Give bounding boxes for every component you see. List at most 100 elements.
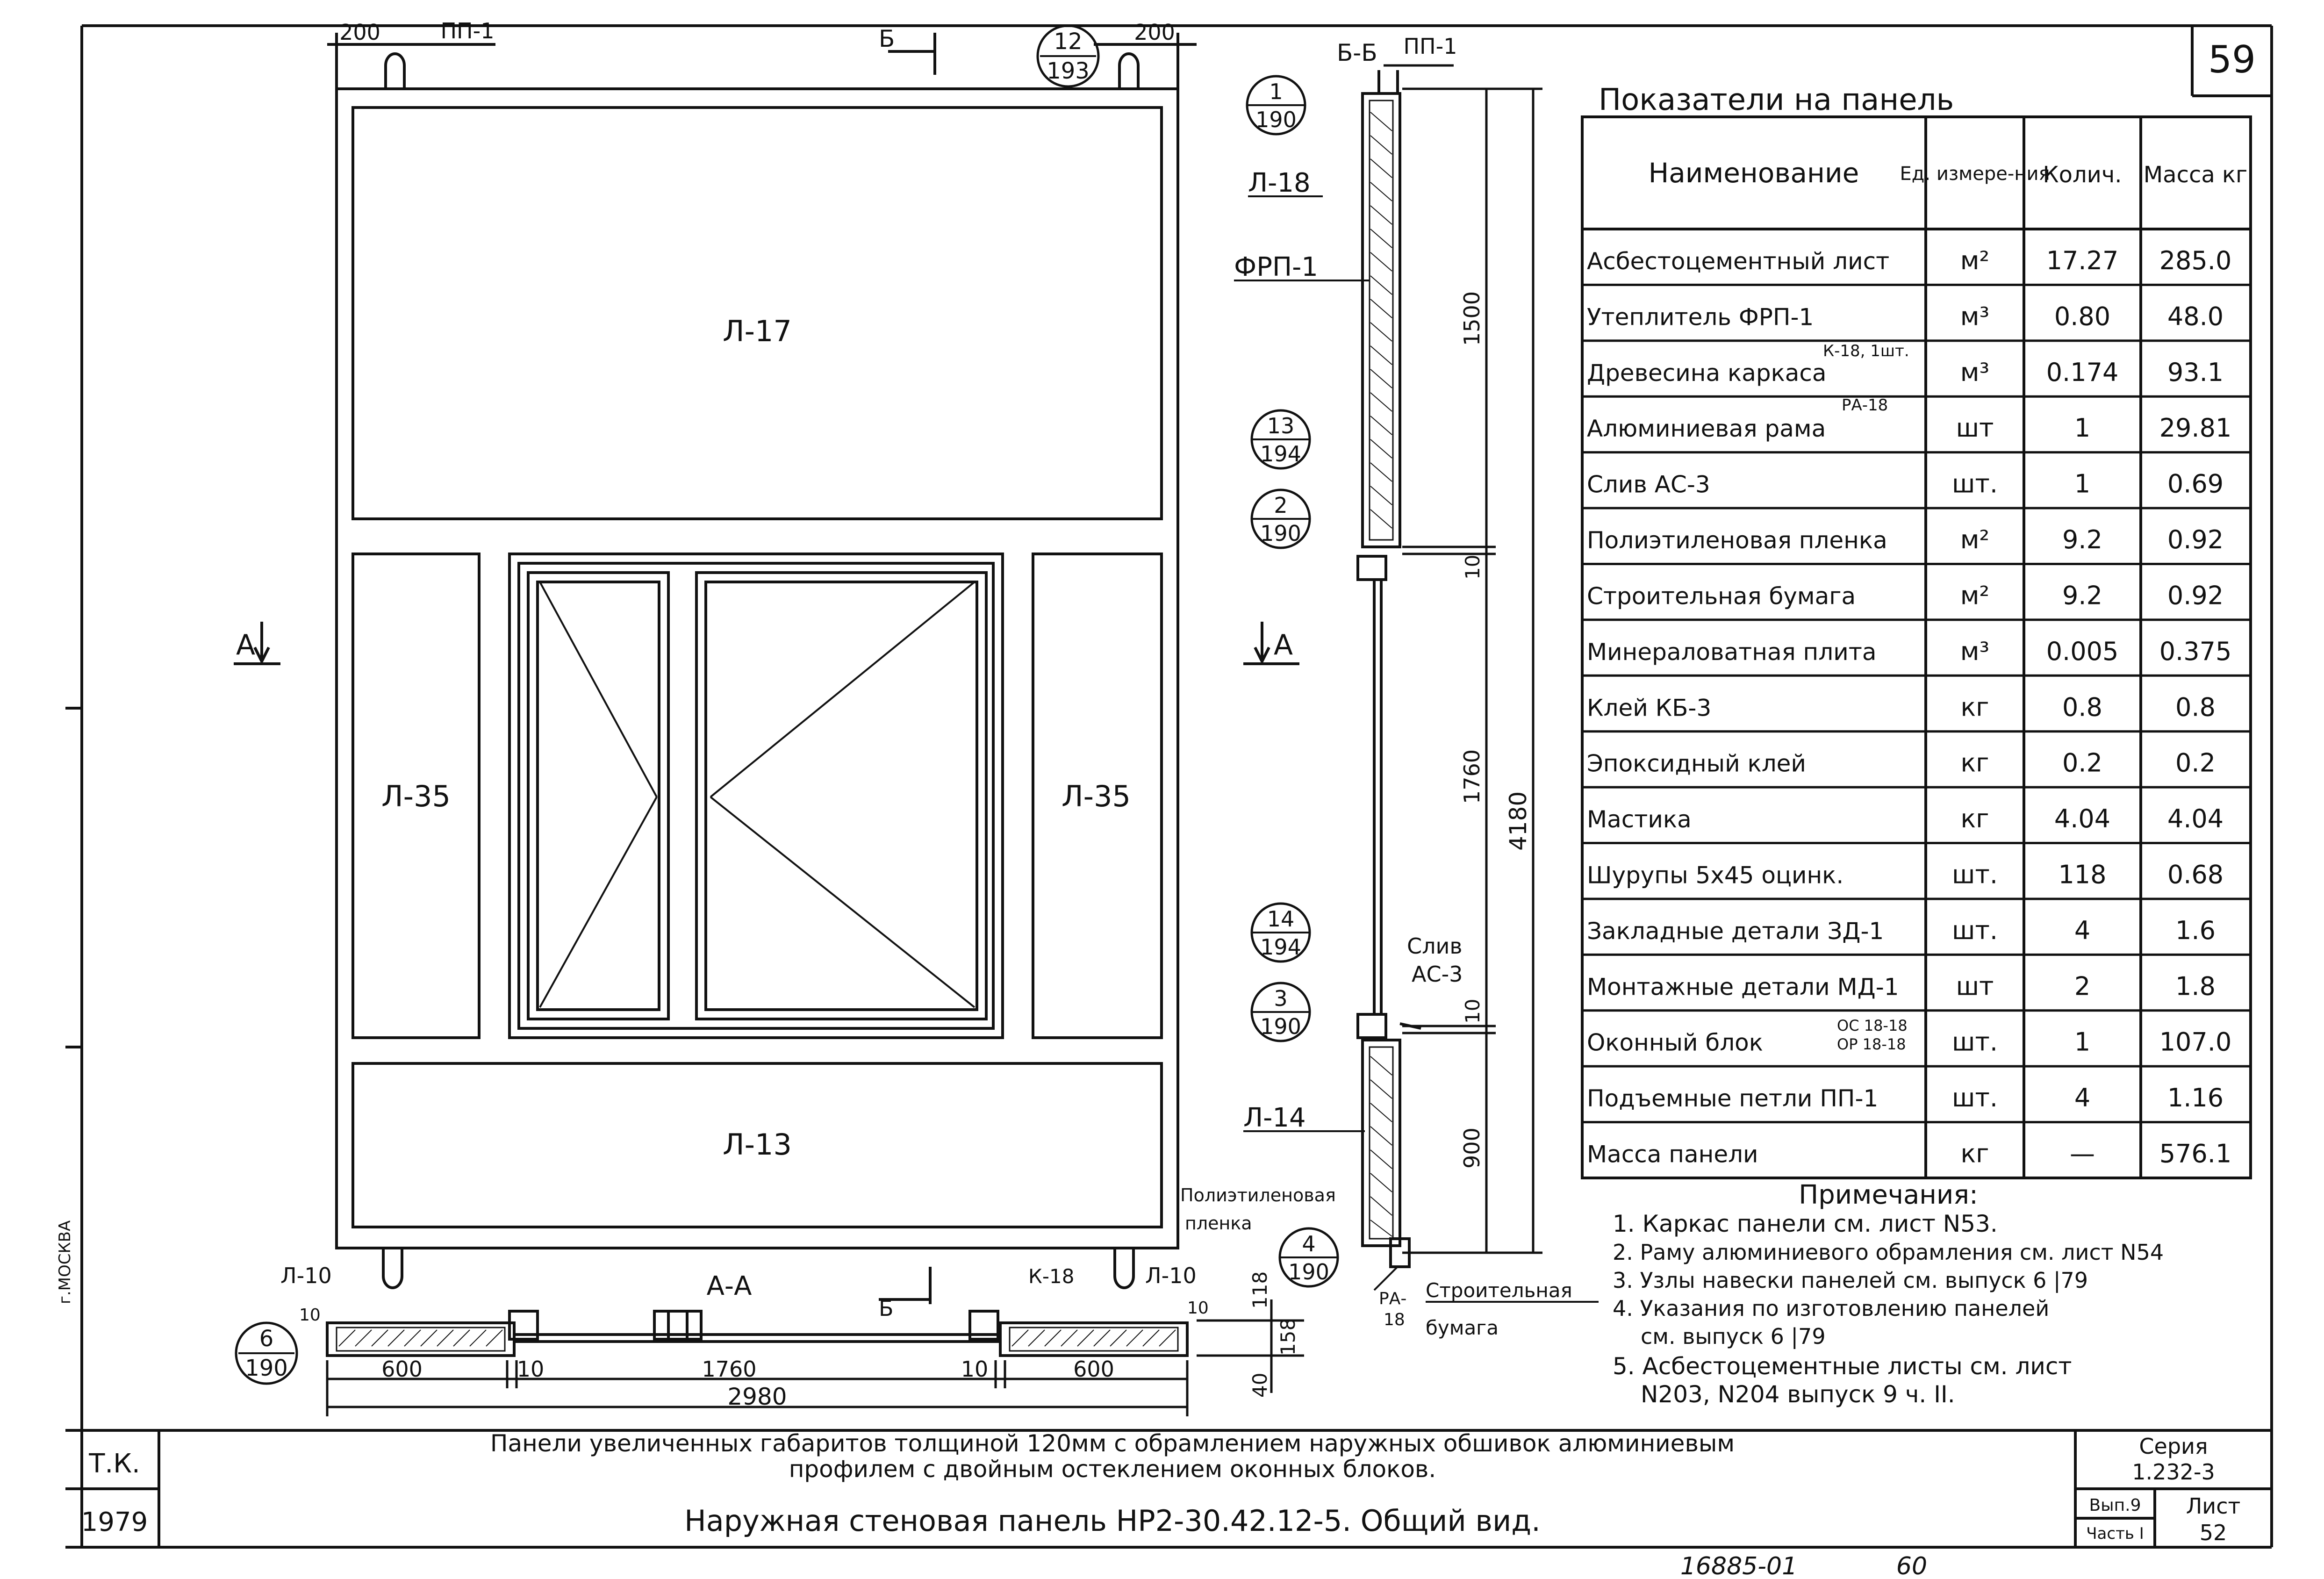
label-paper-2: бумага xyxy=(1426,1316,1499,1339)
table-row: Шурупы 5х45 оцинк. шт. 118 0.68 xyxy=(1587,860,2224,890)
label-l10-right: Л-10 xyxy=(1145,1263,1197,1288)
table-cell-mass: 48.0 xyxy=(2167,301,2224,331)
window-block-or: ОР 18-18 xyxy=(1837,1035,1906,1053)
label-10-right: 10 xyxy=(1187,1299,1209,1318)
table-cell-unit: шт. xyxy=(1952,916,1998,945)
note-5: 5. Асбестоцементные листы см. лист xyxy=(1613,1353,2072,1380)
label-frp1: ФРП-1 xyxy=(1234,252,1318,282)
dim-118: 118 xyxy=(1248,1271,1271,1309)
table-cell-quantity: 0.8 xyxy=(2062,692,2102,722)
callout-number: 6 xyxy=(259,1326,274,1352)
table-cell-name: Масса панели xyxy=(1587,1141,1758,1168)
table-cell-quantity: 118 xyxy=(2058,860,2106,890)
table-cell-quantity: — xyxy=(2070,1139,2095,1169)
label-ra: РА- xyxy=(1379,1289,1406,1308)
dim-1760: 1760 xyxy=(702,1357,756,1382)
header-unit: Ед. измере-ния xyxy=(1900,163,2050,185)
table-cell-name: Монтажные детали МД-1 xyxy=(1587,973,1899,1000)
table-cell-mass: 29.81 xyxy=(2159,413,2232,443)
table-cell-name: Клей КБ-3 xyxy=(1587,694,1711,721)
indicators-table: Показатели на панель Асбестоцементный ли… xyxy=(1581,83,2252,1179)
table-cell-quantity: 0.005 xyxy=(2046,637,2119,666)
label-l10-left: Л-10 xyxy=(280,1263,332,1288)
table-cell-unit: кг xyxy=(1961,1139,1989,1169)
table-cell-name: Закладные детали ЗД-1 xyxy=(1587,918,1884,945)
archive-number: 16885-01 xyxy=(1680,1552,1797,1579)
table-cell-mass: 107.0 xyxy=(2159,1027,2232,1057)
dim-total-4180: 4180 xyxy=(1505,791,1532,851)
dim-900: 900 xyxy=(1459,1127,1485,1169)
table-cell-mass: 0.69 xyxy=(2167,469,2224,499)
table-cell-mass: 0.375 xyxy=(2159,637,2232,666)
dim-10-right: 10 xyxy=(961,1357,989,1382)
table-cell-unit: м³ xyxy=(1960,301,1989,331)
issue-label: Вып.9 xyxy=(2089,1496,2141,1515)
section-b-mark-bottom: Б xyxy=(879,1296,894,1321)
part-label: Часть I xyxy=(2086,1524,2144,1543)
table-cell-quantity: 2 xyxy=(2074,971,2090,1001)
notes-title: Примечания: xyxy=(1799,1180,1978,1210)
table-cell-mass: 0.92 xyxy=(2167,525,2224,554)
header-quantity: Колич. xyxy=(2043,162,2122,188)
panel-elevation: 200 200 ПП-1 Б А 12 193 Л-17 Л-35 Л-35 Л… xyxy=(234,18,1197,1289)
callout-sheet: 190 xyxy=(1288,1259,1329,1285)
table-cell-mass: 1.8 xyxy=(2175,971,2216,1001)
table-cell-unit: кг xyxy=(1961,748,1989,778)
callout-4-190: 4 190 xyxy=(1278,1227,1339,1288)
sup-ra18: РА-18 xyxy=(1842,396,1888,415)
table-cell-name: Утеплитель ФРП-1 xyxy=(1587,303,1814,330)
callout-sheet: 193 xyxy=(1047,58,1090,84)
table-cell-unit: шт xyxy=(1956,971,1994,1001)
dim-10-upper: 10 xyxy=(1461,555,1484,580)
callout-sheet: 194 xyxy=(1260,441,1301,467)
label-ra-18: 18 xyxy=(1384,1310,1405,1329)
table-cell-name: Шурупы 5х45 оцинк. xyxy=(1587,862,1843,889)
section-a-mark-left: А xyxy=(236,629,255,661)
dim-1500: 1500 xyxy=(1459,291,1485,346)
callout-sheet: 194 xyxy=(1260,934,1301,960)
callout-13-194: 13 194 xyxy=(1250,409,1311,470)
section-bb-title: Б-Б xyxy=(1337,39,1377,66)
callout-sheet: 190 xyxy=(1260,1014,1301,1039)
table-cell-mass: 4.04 xyxy=(2167,804,2224,833)
panel-label-bottom: Л-13 xyxy=(723,1127,792,1162)
dim-10-lower: 10 xyxy=(1461,999,1484,1024)
table-cell-quantity: 0.80 xyxy=(2054,301,2110,331)
stamp-left: Т.К. xyxy=(88,1449,140,1479)
title-main: Наружная стеновая панель НР2-30.42.12-5.… xyxy=(684,1504,1541,1538)
callout-1-190: 1 190 xyxy=(1246,75,1306,136)
table-cell-mass: 0.68 xyxy=(2167,860,2224,890)
callout-number: 2 xyxy=(1274,493,1287,518)
table-cell-mass: 0.8 xyxy=(2175,692,2216,722)
table-cell-unit: шт. xyxy=(1952,469,1998,499)
table-row: Масса панели кг — 576.1 xyxy=(1587,1139,2231,1169)
list-label: Лист xyxy=(2186,1493,2241,1519)
header-mass: Масса кг xyxy=(2144,162,2248,188)
label-paper-1: Строительная xyxy=(1426,1279,1572,1302)
list-value: 52 xyxy=(2200,1520,2227,1545)
table-cell-quantity: 17.27 xyxy=(2046,246,2119,275)
page-number: 59 xyxy=(2208,38,2256,81)
callout-14-194: 14 194 xyxy=(1250,902,1311,963)
dim-total-2980: 2980 xyxy=(727,1383,787,1410)
section-aa: А-А Л-10 Л-10 К-18 10 10 Б 6 190 600 10 … xyxy=(235,1263,1304,1416)
callout-number: 14 xyxy=(1267,906,1295,932)
table-row: Монтажные детали МД-1 шт 2 1.8 xyxy=(1587,971,2216,1001)
series-label: Серия xyxy=(2139,1434,2208,1459)
callout-sheet: 190 xyxy=(245,1355,288,1381)
table-cell-mass: 576.1 xyxy=(2159,1139,2232,1169)
table-cell-unit: м³ xyxy=(1960,358,1989,387)
archive-page: 60 xyxy=(1896,1552,1927,1579)
table-cell-unit: шт. xyxy=(1952,860,1998,890)
table-cell-name: Слив АС-3 xyxy=(1587,471,1710,498)
table-cell-unit: м² xyxy=(1960,246,1989,275)
